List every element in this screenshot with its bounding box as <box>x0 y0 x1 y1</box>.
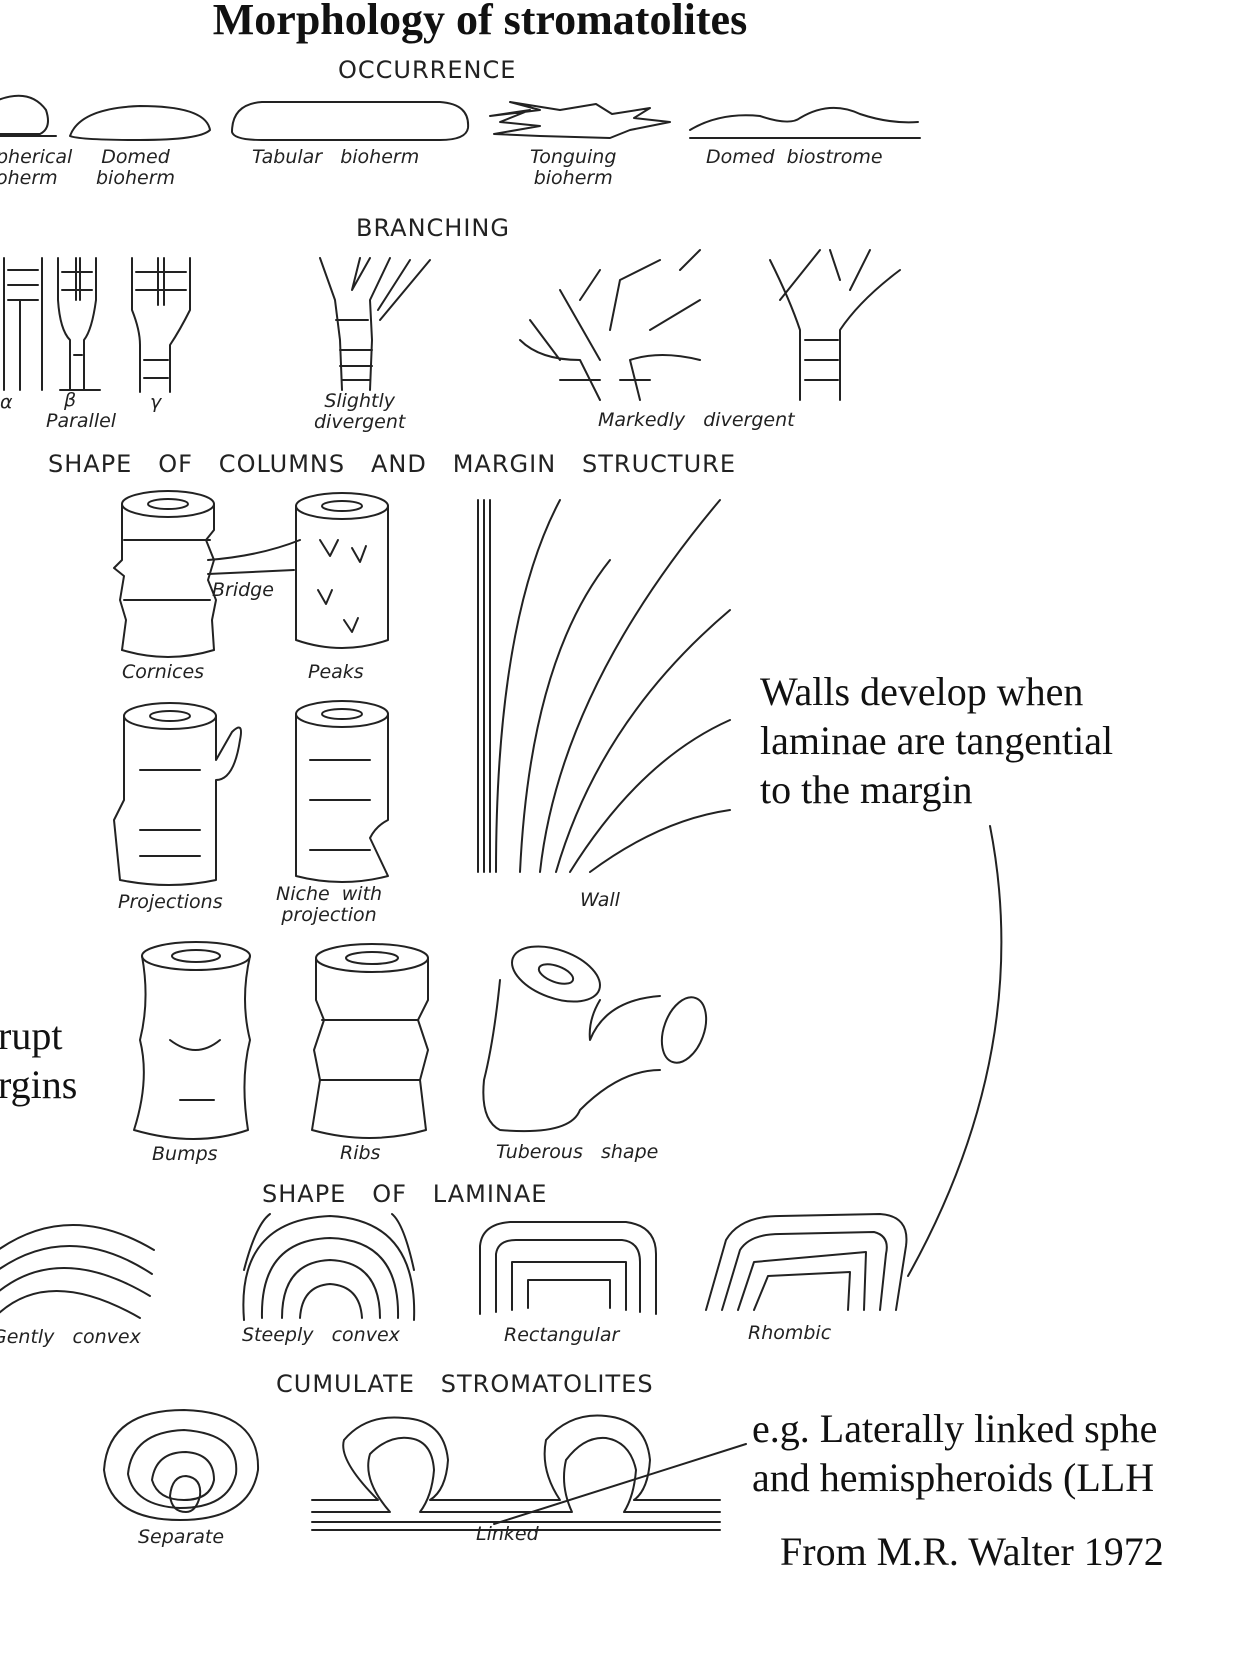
section-laminae: SHAPE OF LAMINAE <box>262 1180 548 1208</box>
label-beta: β <box>64 389 77 411</box>
rectangular-laminae-drawing <box>479 1221 657 1315</box>
tonguing-bioherm-drawing <box>489 101 671 139</box>
label-domed-bioherm: Domed bioherm <box>96 146 176 189</box>
wall-drawing <box>477 499 731 873</box>
projections-column-drawing <box>113 702 242 886</box>
steeply-convex-laminae-drawing <box>242 1213 416 1321</box>
label-parallel: Parallel <box>46 410 117 432</box>
label-bumps: Bumps <box>152 1143 218 1165</box>
label-bridge: Bridge <box>212 579 274 601</box>
note-walls: Walls develop when laminae are tangentia… <box>760 669 1114 812</box>
label-spherical-bioherm: pherical oherm <box>0 146 73 189</box>
rhombic-laminae-drawing <box>705 1213 908 1311</box>
label-separate: Separate <box>138 1526 225 1548</box>
branching-markedly-divergent-drawing <box>519 249 901 401</box>
label-slightly-divergent: Slightly divergent <box>314 390 406 433</box>
section-branching: BRANCHING <box>356 214 510 242</box>
label-peaks: Peaks <box>308 661 364 683</box>
bumps-column-drawing <box>133 941 251 1140</box>
note-abrupt-margins: rupt rgins <box>0 1013 78 1107</box>
label-wall: Wall <box>580 889 620 911</box>
cornices-column-drawing <box>113 490 217 658</box>
label-tonguing-bioherm: Tonguing bioherm <box>530 146 617 189</box>
domed-biostrome-drawing <box>689 106 921 139</box>
peaks-column-drawing <box>295 492 389 649</box>
walls-note-pointer <box>907 825 1003 1277</box>
gently-convex-laminae-drawing <box>0 1224 155 1319</box>
spherical-bioherm-drawing <box>0 94 57 137</box>
label-gently-convex: Gently convex <box>0 1326 141 1348</box>
label-linked: Linked <box>476 1523 539 1545</box>
label-cornices: Cornices <box>122 661 205 683</box>
label-tuberous-shape: Tuberous shape <box>496 1141 659 1163</box>
section-occurrence: OCCURRENCE <box>338 56 517 84</box>
label-domed-biostrome: Domed biostrome <box>706 146 883 168</box>
bridge-drawing <box>207 539 301 575</box>
tuberous-shape-drawing <box>482 945 708 1133</box>
label-gamma: γ <box>150 391 162 413</box>
label-tabular-bioherm: Tabular bioherm <box>252 146 420 168</box>
branching-parallel-drawing <box>3 257 191 393</box>
note-source: From M.R. Walter 1972 <box>780 1529 1164 1574</box>
ribs-column-drawing <box>311 943 429 1139</box>
note-llh-example: e.g. Laterally linked sphe and hemispher… <box>752 1406 1158 1500</box>
label-ribs: Ribs <box>340 1142 381 1164</box>
domed-bioherm-drawing <box>69 105 211 141</box>
section-columns-margin: SHAPE OF COLUMNS AND MARGIN STRUCTURE <box>48 450 736 478</box>
niche-column-drawing <box>295 700 389 883</box>
label-alpha: α <box>0 391 13 413</box>
label-markedly-divergent: Markedly divergent <box>598 409 795 431</box>
section-cumulate: CUMULATE STROMATOLITES <box>276 1370 654 1398</box>
tabular-bioherm-drawing <box>231 101 470 141</box>
label-rhombic: Rhombic <box>748 1322 832 1344</box>
separate-cumulate-drawing <box>103 1409 260 1521</box>
label-rectangular: Rectangular <box>504 1324 620 1346</box>
linked-cumulate-drawing <box>311 1414 747 1531</box>
label-niche-with-projection: Niche with projection <box>276 883 383 926</box>
label-steeply-convex: Steeply convex <box>242 1324 400 1346</box>
figure-title: Morphology of stromatolites <box>212 0 748 44</box>
label-projections: Projections <box>118 891 223 913</box>
branching-slightly-divergent-drawing <box>319 257 431 391</box>
